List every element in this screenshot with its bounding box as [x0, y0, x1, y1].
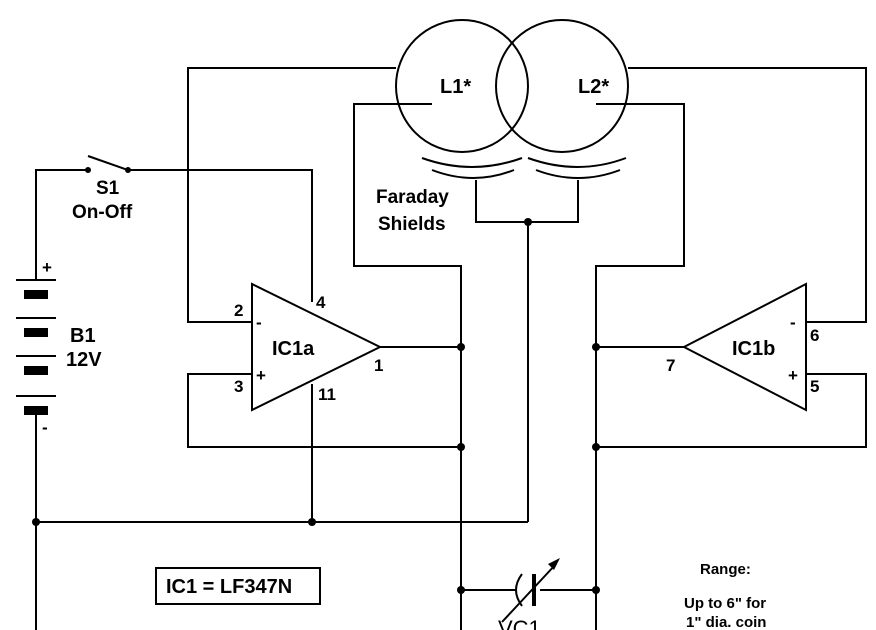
range-line-2: 1" dia. coin — [686, 614, 766, 630]
faraday-shields: Faraday Shields — [376, 157, 627, 235]
faraday-label-line2: Shields — [378, 214, 446, 235]
ic1a-pin-2: 2 — [234, 301, 243, 320]
junction-dot — [592, 443, 600, 451]
ic1a-noninv-sign: + — [256, 366, 266, 385]
ic1b-inv-sign: - — [790, 313, 796, 332]
opamp-ic1a: IC1a 2 - 3 + 4 11 1 — [234, 282, 383, 412]
ic-part-box: IC1 = LF347N — [155, 567, 321, 605]
battery-plus-sign: + — [42, 258, 52, 277]
junction-dot — [308, 518, 316, 526]
switch-s1-label: S1 — [96, 178, 120, 199]
ic1a-pin-11: 11 — [318, 385, 336, 404]
switch-s1-desc: On-Off — [72, 202, 133, 223]
ic1b-pin-5: 5 — [810, 377, 819, 396]
junction-dot — [592, 586, 600, 594]
battery-b1: + - B1 12V — [16, 258, 102, 437]
coil-l2: L2* — [495, 19, 629, 153]
opamp-ic1b-label: IC1b — [732, 338, 775, 360]
opamp-ic1a-label: IC1a — [272, 338, 315, 360]
ic1a-pin-3: 3 — [234, 377, 243, 396]
range-title: Range: — [700, 561, 751, 578]
range-note: Range: Up to 6" for 1" dia. coin — [684, 561, 766, 630]
switch-s1: S1 On-Off — [72, 155, 133, 223]
coil-l2-label: L2* — [578, 76, 609, 98]
faraday-label-line1: Faraday — [376, 187, 449, 208]
ic1b-noninv-sign: + — [788, 366, 798, 385]
junction-dot — [457, 443, 465, 451]
range-line-1: Up to 6" for — [684, 595, 766, 612]
opamp-ic1b: IC1b 6 - 5 + 7 — [666, 282, 819, 412]
junction-dot — [32, 518, 40, 526]
junction-dot — [524, 218, 532, 226]
battery-b1-label: B1 — [70, 325, 96, 347]
ic-part-number: IC1 = LF347N — [166, 576, 292, 598]
ic1b-pin-7: 7 — [666, 356, 675, 375]
battery-minus-sign: - — [42, 418, 48, 437]
junction-dot — [457, 343, 465, 351]
junction-dots — [32, 218, 600, 594]
vc1-label: VC1 — [498, 616, 541, 630]
coil-l1-label: L1* — [440, 76, 471, 98]
coil-l1: L1* — [395, 19, 529, 153]
junction-dot — [592, 343, 600, 351]
junction-dot — [457, 586, 465, 594]
ic1b-pin-6: 6 — [810, 326, 819, 345]
ic1a-inv-sign: - — [256, 313, 262, 332]
ic1a-pin-4: 4 — [316, 293, 326, 312]
variable-capacitor-vc1: VC1 — [498, 558, 560, 630]
wiring — [35, 67, 867, 630]
battery-voltage: 12V — [66, 349, 102, 371]
ic1a-pin-1: 1 — [374, 356, 383, 375]
